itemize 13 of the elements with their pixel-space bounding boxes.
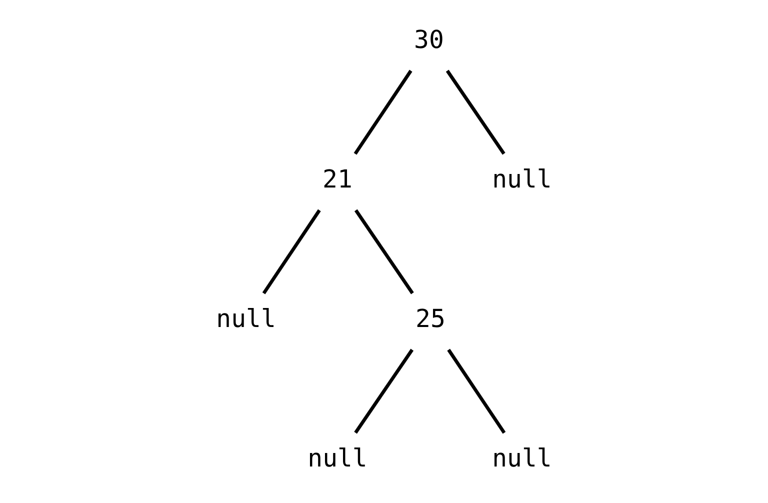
node-text: null <box>308 444 368 473</box>
node-text: null <box>492 164 552 194</box>
connector <box>262 209 321 294</box>
node-text: null <box>492 444 552 473</box>
connector <box>447 348 506 434</box>
node-text: 21 <box>322 164 352 194</box>
connector <box>354 70 412 155</box>
node-text: null <box>216 304 276 334</box>
node-text: 25 <box>416 304 446 334</box>
connector <box>354 209 414 294</box>
connector <box>354 348 414 434</box>
node-text: 30 <box>414 25 444 54</box>
connector <box>446 70 506 155</box>
